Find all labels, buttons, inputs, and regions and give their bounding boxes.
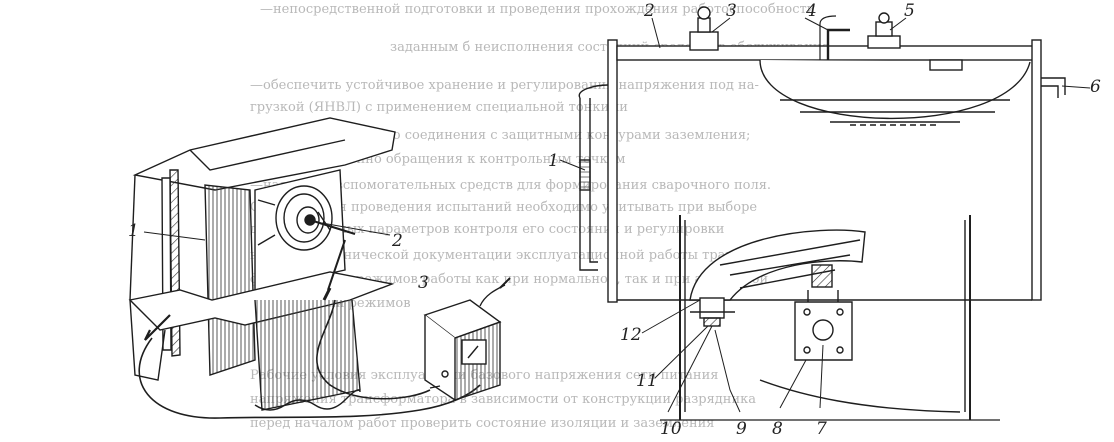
callout-5: 5 [904,1,915,21]
ghost-line: грузкой (ЯНВЛ) с применением специальной… [250,100,628,115]
callout-left-2: 2 [391,231,403,251]
callout-1: 1 [548,151,559,171]
ghost-line: —непосредственной подготовки и проведени… [260,2,816,17]
callout-10: 10 [660,419,682,439]
callout-9: 9 [736,419,747,439]
ghost-line: —обеспечить устойчивое хранение и регули… [250,78,759,93]
ghost-line: дополнительных параметров контроля его с… [250,222,725,237]
ghost-line: перед началом работ проверить состояние … [250,416,715,431]
callout-7: 7 [816,419,827,439]
ghost-line: на основе технической документации экспл… [250,248,817,263]
lower-stand-assembly [641,215,1000,421]
left-illustration [128,117,511,419]
callout-left-1: 1 [128,221,139,241]
callout-11: 11 [636,371,658,391]
clamp-assembly [257,185,356,251]
upper-tank-assembly [559,6,1091,303]
cable [138,299,481,419]
callout-labels: 1 2 3 2 3 4 5 6 1 12 11 10 9 8 7 [128,1,1101,439]
callout-12: 12 [620,325,642,345]
callout-8: 8 [772,419,783,439]
callout-3: 3 [726,1,737,21]
ghost-line: Однако время проведения испытаний необхо… [250,200,758,215]
callout-2: 2 [643,1,655,21]
ghost-line: напряжения трансформатора в зависимости … [250,392,757,407]
callout-left-3: 3 [418,273,429,293]
ghost-line: —наличием вспомогательных средств для фо… [250,178,772,193]
callout-6: 6 [1090,77,1101,97]
callout-4: 4 [805,1,817,21]
steel-beam [128,117,396,411]
welding-transformer [423,277,511,402]
